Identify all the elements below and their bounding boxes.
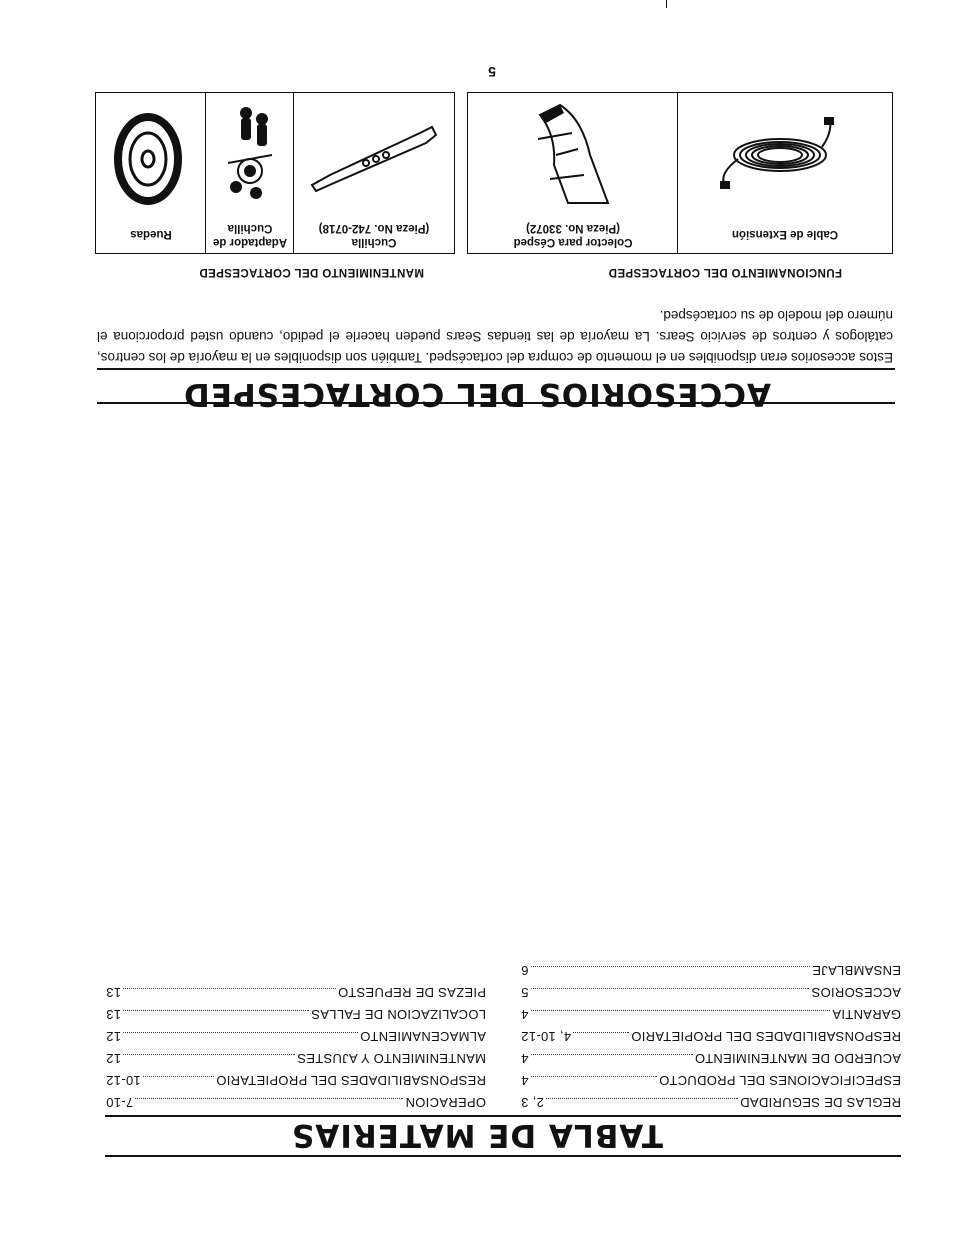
accessory-name: Colector para Césped bbox=[513, 236, 633, 248]
rule bbox=[97, 368, 895, 370]
accessory-part-number: (Pieza No. 33072) bbox=[526, 222, 620, 234]
accessory-name: Ruedas bbox=[130, 228, 172, 240]
group-heading-maintenance: MANTENIMIENTO DEL CORTACESPED bbox=[198, 266, 424, 278]
toc-title: TABLA DE MATERIAS bbox=[290, 1117, 664, 1153]
accessory-name: Cable de Extensión bbox=[731, 228, 839, 240]
wheel-icon bbox=[96, 97, 206, 215]
accessory-name: Adaptador de Cuchilla bbox=[212, 222, 288, 248]
accessory-cell-extension-cord: Cable de Extensión bbox=[677, 93, 892, 253]
accessory-part-number: (Pieza No. 742-0718) bbox=[318, 222, 430, 234]
blade-icon bbox=[294, 97, 454, 213]
operation-accessories-box: Cable de Extensión bbox=[467, 92, 893, 254]
accessory-cell-blade: Cuchilla (Pieza No. 742-0718) bbox=[293, 93, 454, 253]
accessories-title: ACCESORIOS DEL CORTACESPED bbox=[183, 376, 771, 412]
blade-adapter-icon bbox=[206, 97, 294, 215]
extension-cord-icon bbox=[678, 103, 892, 213]
accessory-cell-wheels: Ruedas bbox=[96, 93, 206, 253]
crop-mark bbox=[666, 0, 667, 8]
accessory-cell-blade-adapter: Adaptador de Cuchilla bbox=[205, 93, 294, 253]
accessory-name: Cuchilla bbox=[351, 236, 397, 248]
rule bbox=[105, 1115, 901, 1117]
grass-catcher-icon bbox=[468, 97, 678, 215]
rule bbox=[105, 1155, 901, 1157]
page-number: 5 bbox=[488, 64, 496, 80]
accessories-intro: Estos accesorios eran disponibles en el … bbox=[97, 308, 893, 365]
group-heading-operation: FUNCIONAMIENTO DEL CORTACESPED bbox=[608, 266, 842, 278]
maintenance-accessories-box: Cuchilla (Pieza No. 742-0718) Adaptador … bbox=[95, 92, 455, 254]
accessory-cell-grass-catcher: Colector para Césped (Pieza No. 33072) bbox=[468, 93, 678, 253]
